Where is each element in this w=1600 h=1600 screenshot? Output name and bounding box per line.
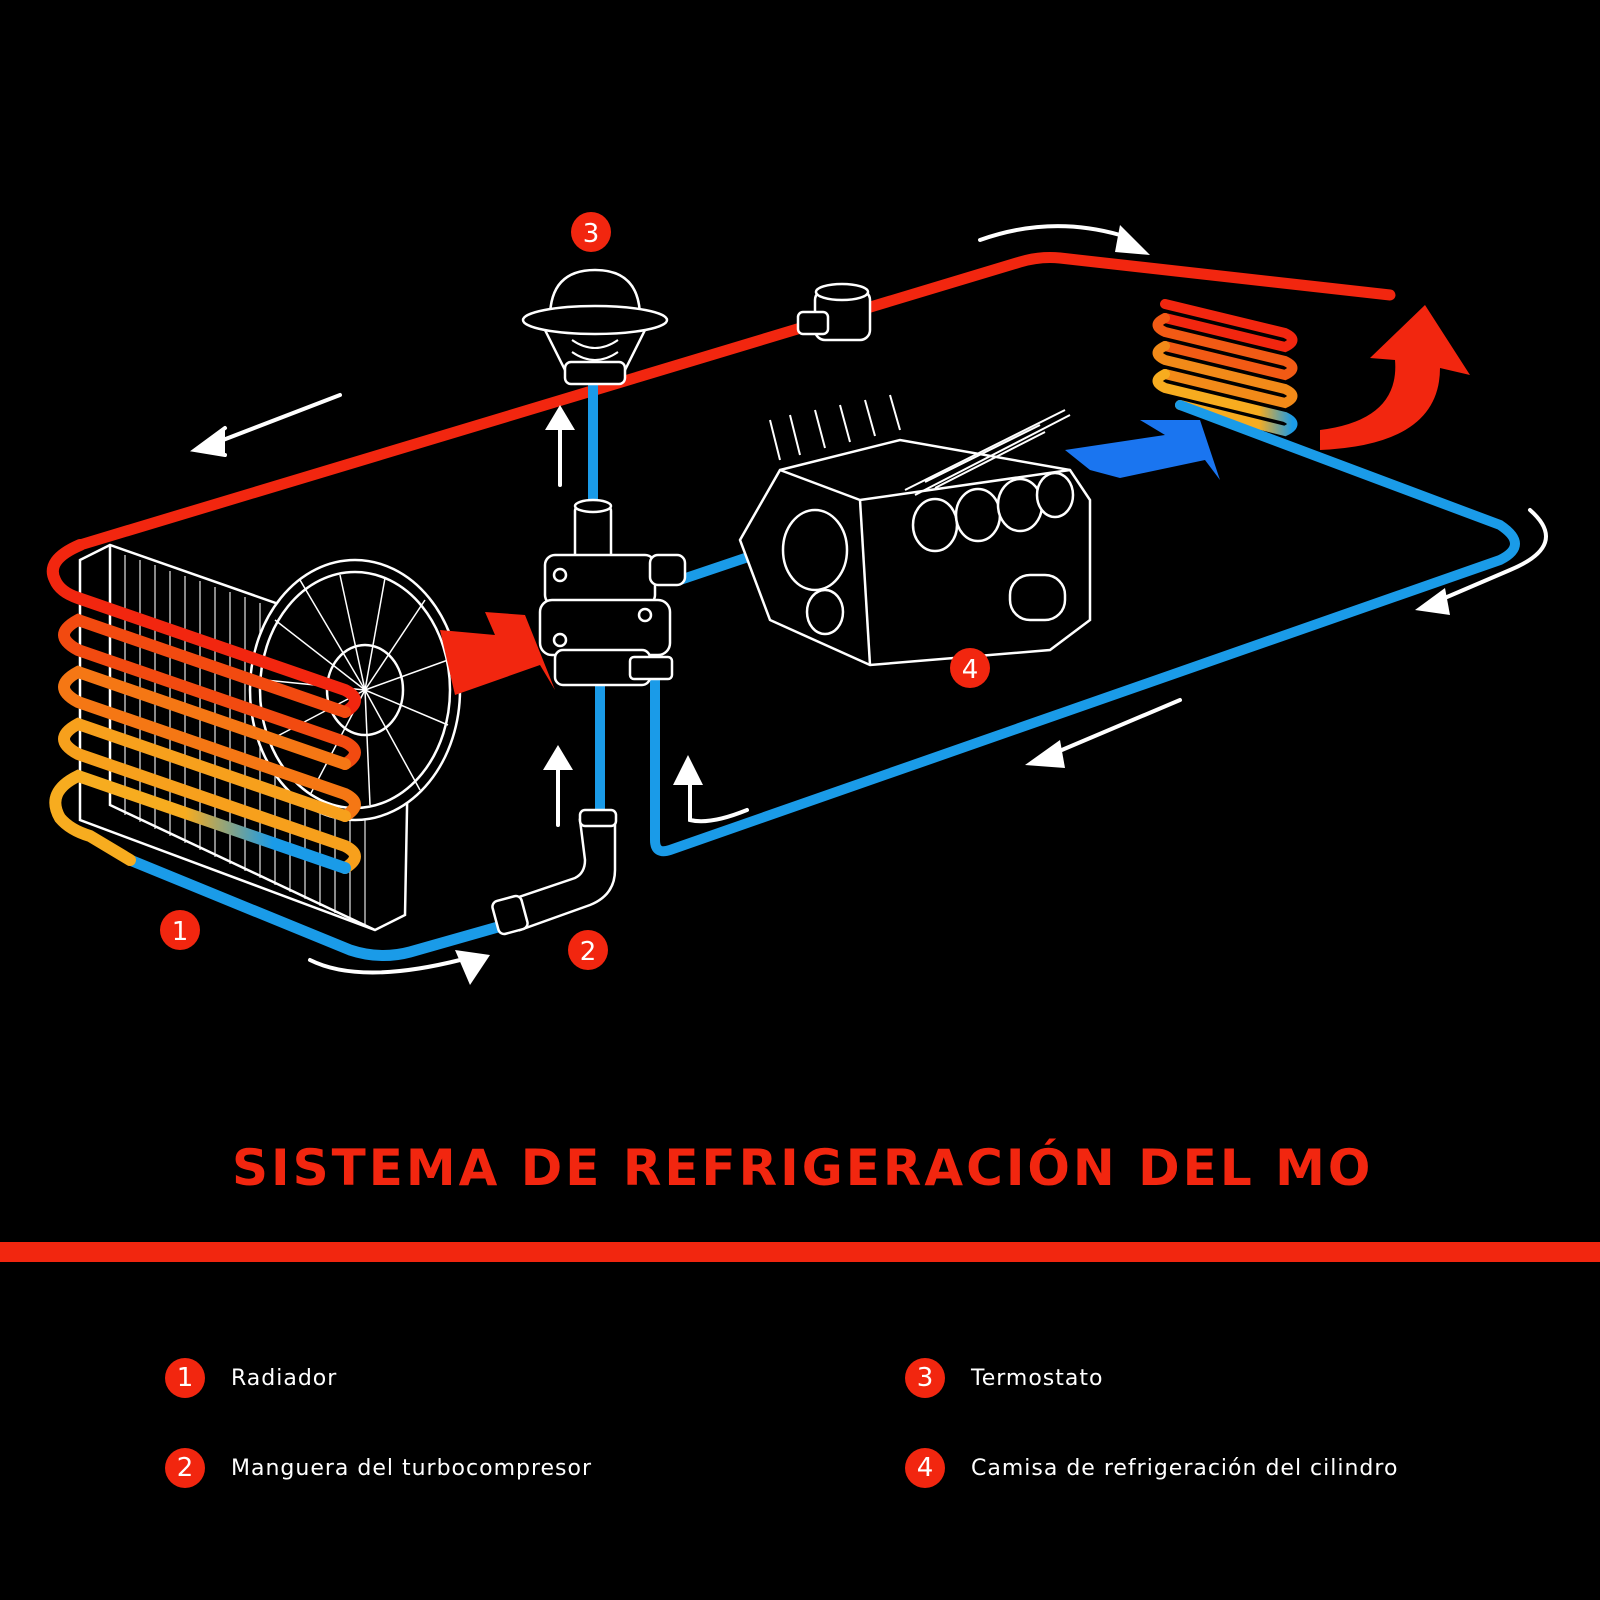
legend-badge: 1 bbox=[165, 1358, 205, 1398]
legend-item-radiador: 1 Radiador bbox=[165, 1356, 337, 1400]
cold-pipe-bottom bbox=[124, 854, 511, 961]
legend-item-camisa: 4 Camisa de refrigeración del cilindro bbox=[905, 1446, 1398, 1490]
radiator-coils bbox=[46, 539, 361, 874]
marker-2-label: 2 bbox=[580, 937, 597, 967]
cold-pipe-right bbox=[650, 400, 1520, 857]
flow-arrows bbox=[189, 224, 1548, 985]
hot-pipe-top bbox=[74, 252, 1396, 551]
marker-3-label: 3 bbox=[583, 219, 600, 249]
heat-exchanger bbox=[1152, 299, 1298, 437]
legend-label: Camisa de refrigeración del cilindro bbox=[971, 1455, 1399, 1481]
marker-1-label: 1 bbox=[172, 917, 189, 947]
airflow-arrow bbox=[440, 612, 555, 695]
marker-1: 1 bbox=[160, 910, 200, 950]
cooling-system-diagram: 1 2 3 4 bbox=[46, 212, 1548, 985]
marker-4-label: 4 bbox=[962, 655, 979, 685]
thermostat bbox=[521, 268, 669, 386]
marker-2: 2 bbox=[568, 930, 608, 970]
engine-block bbox=[738, 394, 1092, 667]
page-title: SISTEMA DE REFRIGERACIÓN DEL MO bbox=[232, 1139, 1374, 1197]
coolant-in-arrow bbox=[1065, 420, 1220, 480]
legend-badge: 2 bbox=[165, 1448, 205, 1488]
water-pump bbox=[538, 498, 687, 687]
legend-item-manguera: 2 Manguera del turbocompresor bbox=[165, 1446, 592, 1490]
legend-label: Manguera del turbocompresor bbox=[231, 1455, 593, 1481]
legend-label: Radiador bbox=[231, 1365, 338, 1391]
heat-out-arrow bbox=[1320, 305, 1470, 450]
marker-4: 4 bbox=[950, 648, 990, 688]
legend-badge: 4 bbox=[905, 1448, 945, 1488]
legend-badge: 3 bbox=[905, 1358, 945, 1398]
pipe-fitting bbox=[796, 282, 872, 342]
marker-3: 3 bbox=[571, 212, 611, 252]
turbo-hose bbox=[491, 808, 618, 936]
title-divider bbox=[0, 1242, 1600, 1262]
legend-label: Termostato bbox=[971, 1365, 1104, 1391]
legend-item-termostato: 3 Termostato bbox=[905, 1356, 1103, 1400]
